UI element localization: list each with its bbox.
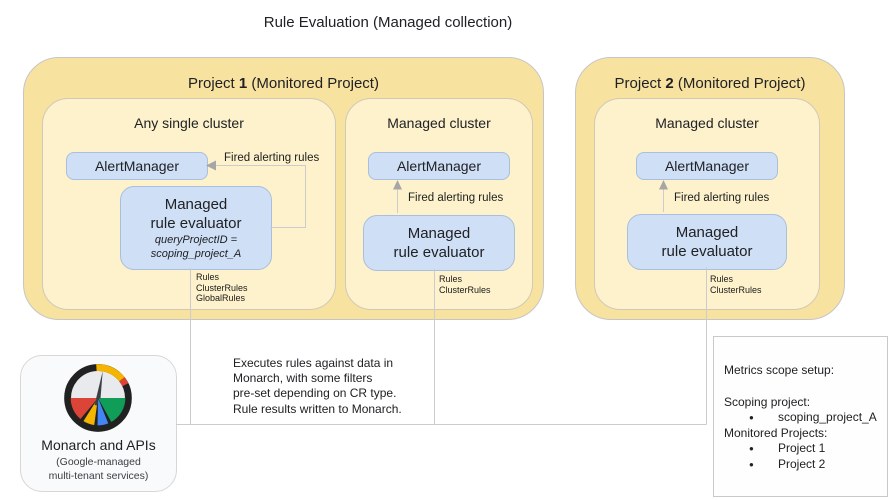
metrics-scope-title: Metrics scope setup: (724, 363, 835, 377)
monarch-subtitle: (Google-managed multi-tenant services) (48, 456, 149, 482)
monarch-box: Monarch and APIs (Google-managed multi-t… (20, 355, 177, 492)
monitored-project-item: Project 1 (724, 441, 879, 457)
any-single-cluster-title: Any single cluster (134, 115, 244, 131)
project-2-box: Project 2 (Monitored Project) Managed cl… (575, 57, 845, 320)
rule-types-cluster-c: Rules ClusterRules (710, 274, 762, 295)
fired-alerting-rules-label-c: Fired alerting rules (674, 192, 770, 204)
rule-types-cluster-a: Rules ClusterRules GlobalRules (196, 272, 248, 304)
project-1-box: Project 1 (Monitored Project) Any single… (23, 57, 544, 320)
monarch-title: Monarch and APIs (41, 437, 156, 453)
alertmanager-box-cluster-b: AlertManager (368, 152, 510, 180)
fired-alerting-rules-label-a: Fired alerting rules (224, 152, 320, 164)
monitored-projects-label: Monitored Projects: (724, 425, 828, 440)
scoping-project-item: scoping_project_A (724, 410, 879, 426)
monarch-gauge-icon (64, 364, 132, 432)
metrics-scope-box: Metrics scope setup: Scoping project: sc… (713, 336, 888, 497)
scoping-project-label: Scoping project: (724, 394, 811, 409)
alertmanager-box-cluster-c: AlertManager (636, 152, 778, 180)
fired-alerting-rules-label-b: Fired alerting rules (408, 192, 504, 204)
project-2-title: Project 2 (Monitored Project) (614, 75, 806, 92)
project-1-title: Project 1 (Monitored Project) (188, 75, 379, 92)
rule-types-cluster-b: Rules ClusterRules (439, 274, 491, 295)
query-project-note: queryProjectID =scoping_project_A (150, 233, 242, 260)
alertmanager-box-cluster-a: AlertManager (66, 152, 208, 180)
diagram-title: Rule Evaluation (Managed collection) (263, 14, 513, 31)
managed-cluster-title-p1: Managed cluster (387, 115, 491, 131)
managed-cluster-title-p2: Managed cluster (655, 115, 759, 131)
rule-execution-note: Executes rules against data in Monarch, … (233, 356, 402, 416)
monitored-project-item: Project 2 (724, 457, 879, 473)
